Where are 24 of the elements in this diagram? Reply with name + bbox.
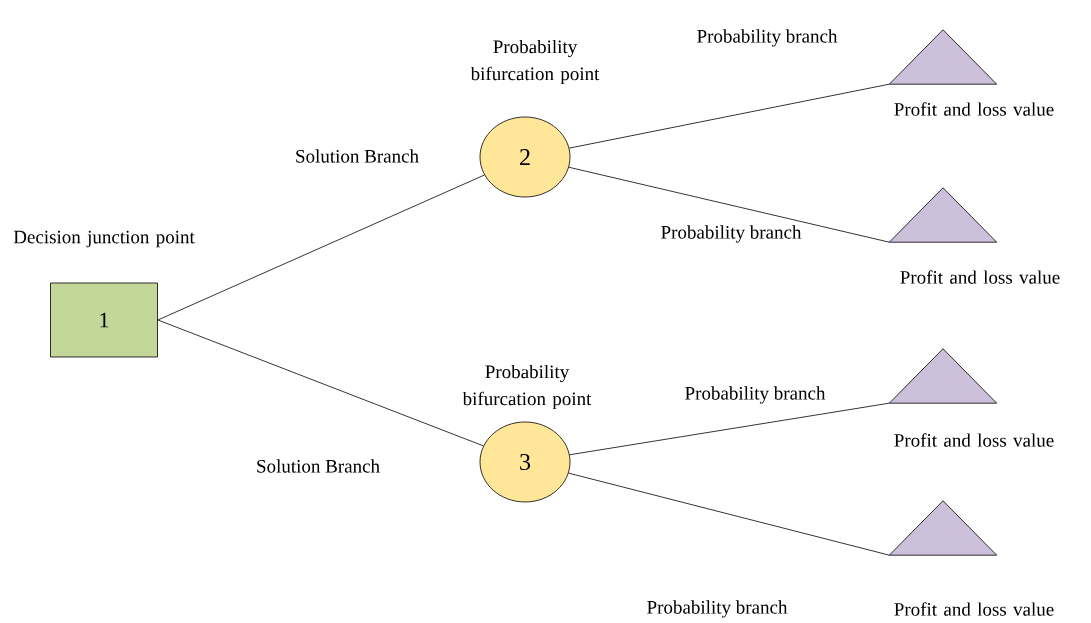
node-caption: Profit and loss value [894, 433, 1054, 447]
node-caption: Profit and loss value [894, 602, 1054, 616]
edge-label: Probability branch [683, 385, 827, 405]
branch-line [157, 174, 485, 321]
branch-line [568, 166, 890, 243]
node-caption: Profit and loss value [894, 102, 1054, 116]
node-caption: Decision junction point [13, 230, 195, 248]
node-caption: Profit and loss value [900, 270, 1060, 284]
edge-label: Solution Branch [255, 458, 381, 474]
outcome-triangle [888, 500, 998, 556]
edge-label: Probability branch [645, 599, 789, 619]
edge-label: Probability branch [659, 224, 803, 244]
branch-line [568, 83, 890, 149]
branch-line [569, 402, 890, 456]
edge-label: Solution Branch [294, 148, 420, 164]
outcome-triangle [888, 187, 998, 243]
decision-box: 1 [50, 282, 158, 358]
node-caption: Probability bifurcation point [462, 364, 592, 410]
edge-label: Probability branch [695, 28, 839, 48]
outcome-triangle [888, 348, 998, 404]
branch-line [568, 472, 890, 556]
outcome-triangle [888, 29, 998, 85]
node-caption: Probability bifurcation point [470, 39, 600, 85]
branch-line [157, 319, 484, 447]
